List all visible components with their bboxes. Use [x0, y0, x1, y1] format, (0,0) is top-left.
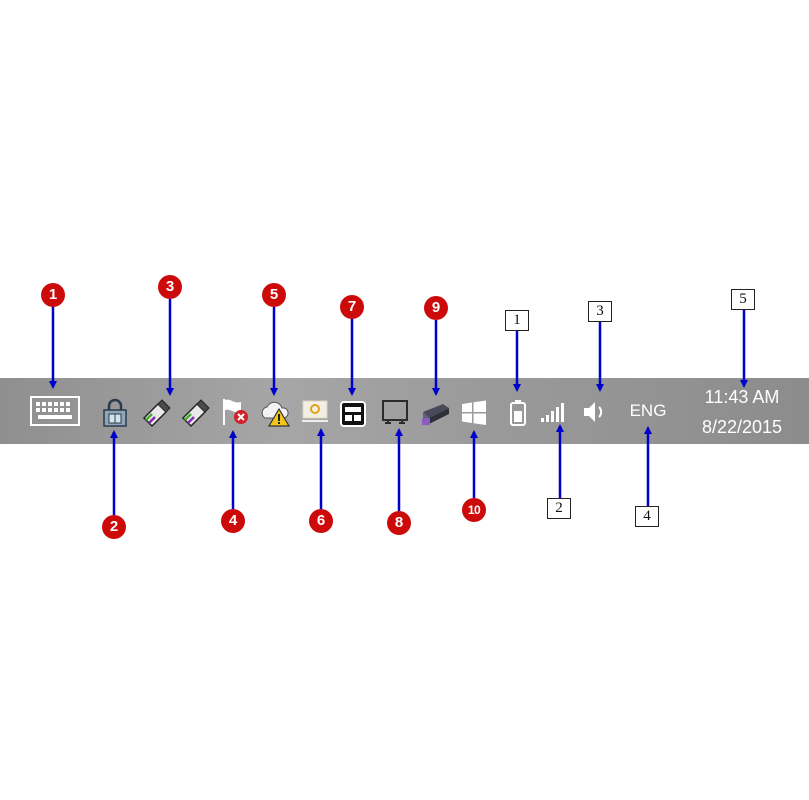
battery-button[interactable]	[508, 398, 528, 428]
taskbar-clock[interactable]: 11:43 AM 8/22/2015	[686, 382, 798, 442]
display-sync-button[interactable]	[300, 398, 330, 426]
callout-red-8: 8	[387, 511, 411, 535]
signal-strength-button[interactable]	[539, 400, 567, 424]
callout-red-2: 2	[102, 515, 126, 539]
usb-device-icon-b	[181, 399, 210, 428]
usb-device-icon-a	[142, 399, 171, 428]
input-language-indicator[interactable]: ENG	[629, 401, 667, 420]
taskbar	[0, 378, 809, 444]
callout-red-6: 6	[309, 509, 333, 533]
callout-red-7: 7	[340, 295, 364, 319]
cloud-warning-button[interactable]	[259, 396, 293, 428]
callout-box-5: 5	[731, 289, 755, 310]
windows-logo-icon	[462, 400, 486, 425]
window-layout-icon	[340, 401, 366, 427]
display-sync-icon	[302, 400, 328, 422]
callout-box-1: 1	[505, 310, 529, 331]
clock-date: 8/22/2015	[701, 417, 783, 437]
signal-strength-icon	[541, 403, 564, 422]
volume-button[interactable]	[580, 398, 608, 426]
callout-red-1: 1	[41, 283, 65, 307]
windows-start-button[interactable]	[460, 399, 488, 427]
callout-red-9: 9	[424, 296, 448, 320]
network-lock-button[interactable]	[101, 398, 129, 428]
volume-icon	[584, 402, 603, 422]
network-lock-icon	[103, 398, 127, 427]
action-center-flag-error-icon	[223, 399, 248, 425]
callout-box-2: 2	[547, 498, 571, 519]
callout-red-4: 4	[221, 509, 245, 533]
callout-red-10: 10	[462, 498, 486, 522]
callout-red-3: 3	[158, 275, 182, 299]
window-layout-button[interactable]	[339, 400, 367, 428]
cloud-warning-icon	[261, 401, 291, 427]
action-center-button[interactable]	[219, 396, 251, 428]
monitor-button[interactable]	[380, 398, 410, 428]
touch-keyboard-icon	[30, 396, 80, 426]
printer-icon	[422, 404, 449, 425]
clock-time: 11:43 AM	[704, 387, 780, 407]
printer-button[interactable]	[419, 398, 451, 428]
usb-device-button-b[interactable]	[179, 396, 211, 428]
monitor-icon	[382, 400, 408, 424]
callout-box-4: 4	[635, 506, 659, 527]
callout-red-5: 5	[262, 283, 286, 307]
touch-keyboard-button[interactable]	[30, 396, 80, 426]
callout-box-3: 3	[588, 301, 612, 322]
battery-icon	[510, 400, 526, 426]
usb-device-button-a[interactable]	[140, 396, 172, 428]
